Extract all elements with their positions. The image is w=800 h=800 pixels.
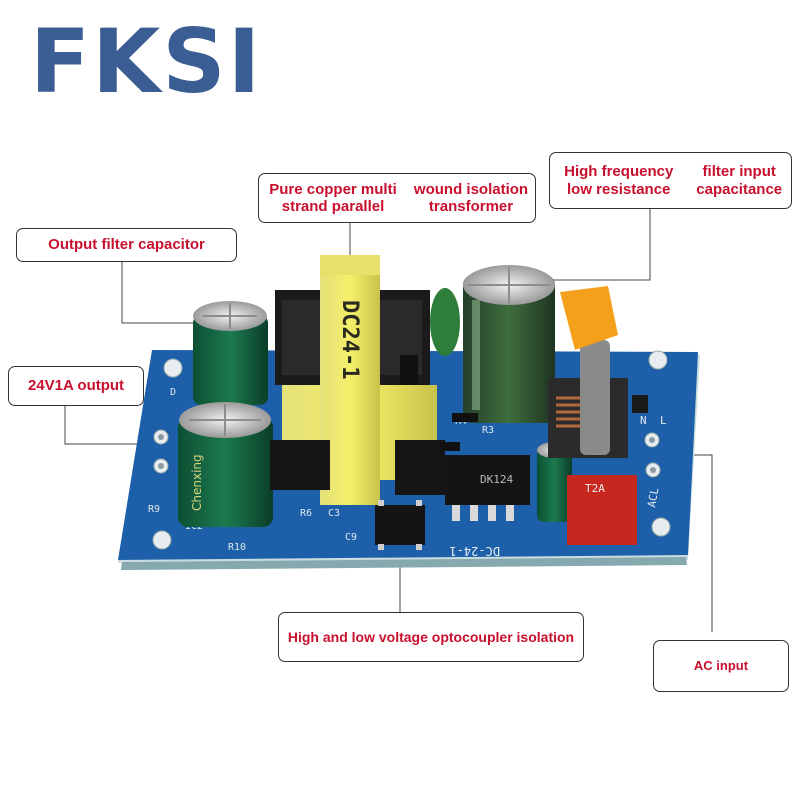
brand-logo: FKSI — [30, 10, 263, 113]
transformer: DC24-1 — [270, 255, 445, 505]
output-capacitor-top — [193, 301, 268, 405]
callout-output-capacitor: Output filter capacitor — [16, 228, 237, 262]
callout-optocoupler-text: High and low voltage optocoupler isolati… — [287, 628, 575, 645]
output-capacitor-bottom: Chenxing — [178, 402, 273, 527]
callout-output-text: 24V1A output — [27, 377, 125, 395]
capacitor-brand: Chenxing — [190, 454, 204, 511]
callout-transformer-line1: Pure copper multi strand parallel — [269, 180, 397, 215]
callout-capacitance-line1: High frequency low resistance — [564, 163, 674, 198]
ic-chip: DK124 — [445, 455, 530, 521]
callout-optocoupler: High and low voltage optocoupler isolati… — [278, 612, 584, 662]
silkscreen-n: N — [640, 414, 647, 427]
fuse-label: T2A — [585, 482, 605, 495]
y-capacitor — [430, 288, 460, 356]
input-capacitor — [463, 265, 555, 423]
leader-line-capacitance — [545, 208, 651, 281]
optocoupler — [375, 505, 425, 545]
fuse: T2A — [567, 475, 637, 545]
leader-lines — [64, 208, 713, 632]
callout-capacitance-line2: filter input capacitance — [696, 163, 783, 198]
silkscreen-r3: R3 — [482, 425, 494, 436]
small-capacitor — [537, 447, 572, 522]
input-choke — [548, 340, 628, 458]
callout-transformer: Pure copper multi strand parallel wound … — [258, 173, 536, 223]
silkscreen-c3: C3 — [328, 508, 340, 519]
orange-capacitor — [560, 286, 618, 350]
board-label: DC-24-1 — [449, 544, 500, 558]
transformer-label: DC24-1 — [337, 300, 362, 379]
callout-capacitance: High frequency low resistance filter inp… — [549, 152, 792, 209]
silkscreen-l: L — [660, 414, 667, 427]
silkscreen-r9: R9 — [148, 504, 160, 515]
silkscreen-acl: ACL — [645, 486, 661, 508]
callout-ac-input: AC input — [653, 640, 789, 692]
silkscreen-d: D — [170, 387, 176, 398]
leader-line-output-capacitor — [121, 262, 210, 324]
callout-output: 24V1A output — [8, 366, 144, 406]
silkscreen-r10: R10 — [228, 542, 246, 553]
callout-ac-input-text: AC input — [693, 657, 749, 673]
silkscreen-r6: R6 — [300, 508, 312, 519]
chip-label: DK124 — [480, 473, 513, 486]
callout-transformer-line2: wound isolation transformer — [413, 180, 529, 215]
silkscreen-c9: C9 — [345, 532, 357, 543]
callout-output-capacitor-text: Output filter capacitor — [48, 236, 205, 254]
